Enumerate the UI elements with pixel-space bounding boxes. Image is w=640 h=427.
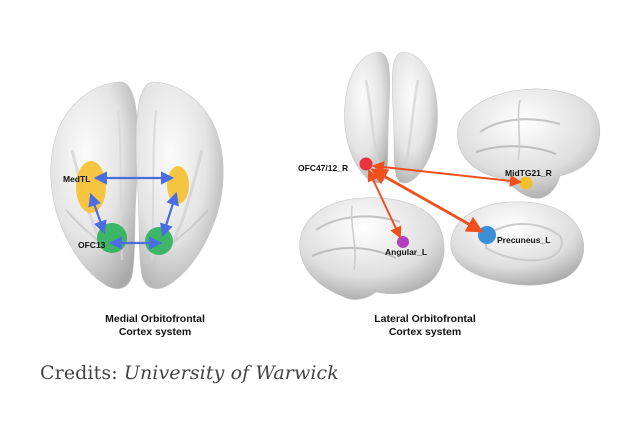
credits-prefix: Credits: xyxy=(40,362,118,384)
medial-system-caption: Medial Orbitofrontal Cortex system xyxy=(70,313,240,339)
medtl-region-left xyxy=(76,161,106,213)
label-angular-l: Angular_L xyxy=(385,247,427,257)
lateral-system-caption: Lateral Orbitofrontal Cortex system xyxy=(340,313,510,339)
ofc13-region-right xyxy=(145,227,173,255)
brain-network-figure: MedTL OFC13 OFC47/12_R MidTG21_R Angu xyxy=(50,51,601,300)
medial-caption-line1: Medial Orbitofrontal xyxy=(105,313,205,325)
left-medial-brain-view xyxy=(450,201,584,286)
angular-l-region xyxy=(397,236,409,248)
connection-medtl-ofc13-right xyxy=(160,191,179,238)
lateral-caption-line2: Cortex system xyxy=(388,326,462,338)
image-credits: Credits: University of Warwick xyxy=(40,362,339,384)
credits-source: University of Warwick xyxy=(123,362,339,384)
label-ofc13: OFC13 xyxy=(78,240,106,250)
label-ofc47-12-r: OFC47/12_R xyxy=(298,163,348,173)
label-precuneus-l: Precuneus_L xyxy=(497,235,550,245)
lateral-caption-line1: Lateral Orbitofrontal xyxy=(374,313,476,325)
medtl-region-right xyxy=(167,166,189,204)
connection-ofc47-precuneus xyxy=(370,168,484,233)
ofc47-12-r-region xyxy=(359,157,373,171)
lateral-brain-ventral-view xyxy=(344,51,438,184)
connection-medtl-ofc13-left xyxy=(88,192,107,235)
label-medtl: MedTL xyxy=(63,174,90,184)
precuneus-l-region xyxy=(478,226,496,244)
midtg21-r-region xyxy=(519,176,533,190)
medial-caption-line2: Cortex system xyxy=(118,326,192,338)
label-midtg21-r: MidTG21_R xyxy=(505,168,552,178)
